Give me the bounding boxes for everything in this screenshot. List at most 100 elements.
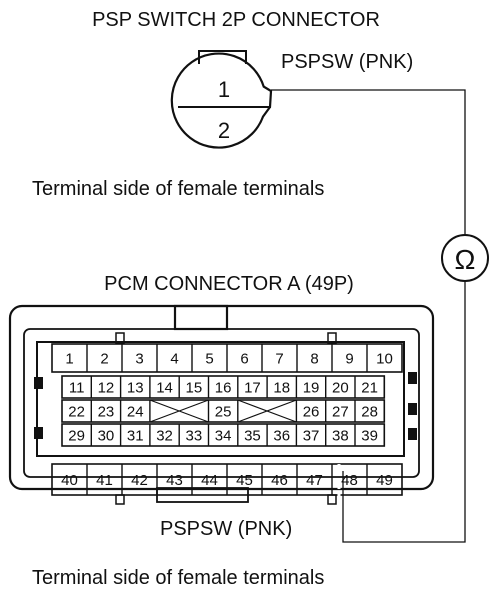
empty-cavity-cross bbox=[149, 399, 209, 423]
terminal-47: 47 bbox=[306, 472, 323, 489]
terminal-7: 7 bbox=[275, 351, 283, 368]
terminal-20: 20 bbox=[332, 380, 349, 397]
svg-text:10: 10 bbox=[376, 351, 393, 368]
svg-text:20: 20 bbox=[332, 380, 349, 397]
svg-text:18: 18 bbox=[273, 380, 290, 397]
svg-text:44: 44 bbox=[201, 472, 218, 489]
svg-text:46: 46 bbox=[271, 472, 288, 489]
pcm-wire-label: PSPSW (PNK) bbox=[160, 518, 292, 540]
terminal-32: 32 bbox=[156, 428, 173, 445]
terminal-40: 40 bbox=[61, 472, 78, 489]
svg-text:48: 48 bbox=[341, 472, 358, 489]
svg-text:24: 24 bbox=[127, 404, 144, 421]
pcm-terminal-caption: Terminal side of female terminals bbox=[32, 567, 324, 589]
svg-text:12: 12 bbox=[98, 380, 115, 397]
terminal-35: 35 bbox=[244, 428, 261, 445]
psp-wire-label: PSPSW (PNK) bbox=[281, 51, 413, 73]
svg-text:27: 27 bbox=[332, 404, 349, 421]
svg-text:35: 35 bbox=[244, 428, 261, 445]
terminal-28: 28 bbox=[361, 404, 378, 421]
psp-pin-2: 2 bbox=[218, 118, 230, 143]
svg-text:23: 23 bbox=[98, 404, 115, 421]
svg-text:38: 38 bbox=[332, 428, 349, 445]
terminal-3: 3 bbox=[135, 351, 143, 368]
svg-text:32: 32 bbox=[156, 428, 173, 445]
svg-text:14: 14 bbox=[156, 380, 173, 397]
svg-text:30: 30 bbox=[98, 428, 115, 445]
svg-text:36: 36 bbox=[273, 428, 290, 445]
terminal-16: 16 bbox=[215, 380, 232, 397]
svg-text:26: 26 bbox=[303, 404, 320, 421]
psp-switch-connector bbox=[170, 50, 273, 149]
svg-text:34: 34 bbox=[215, 428, 232, 445]
svg-text:7: 7 bbox=[275, 351, 283, 368]
terminal-43: 43 bbox=[166, 472, 183, 489]
terminal-10: 10 bbox=[376, 351, 393, 368]
terminal-49: 49 bbox=[376, 472, 393, 489]
terminal-15: 15 bbox=[186, 380, 203, 397]
terminal-37: 37 bbox=[303, 428, 320, 445]
svg-text:45: 45 bbox=[236, 472, 253, 489]
terminal-8: 8 bbox=[310, 351, 318, 368]
terminal-45: 45 bbox=[236, 472, 253, 489]
empty-cavity-cross bbox=[237, 399, 297, 423]
svg-text:5: 5 bbox=[205, 351, 213, 368]
pcm-connector-title: PCM CONNECTOR A (49P) bbox=[104, 273, 354, 295]
svg-text:37: 37 bbox=[303, 428, 320, 445]
svg-text:3: 3 bbox=[135, 351, 143, 368]
svg-text:33: 33 bbox=[186, 428, 203, 445]
svg-text:21: 21 bbox=[361, 380, 378, 397]
svg-text:11: 11 bbox=[69, 380, 85, 397]
terminal-6: 6 bbox=[240, 351, 248, 368]
terminal-33: 33 bbox=[186, 428, 203, 445]
meter-lead-wire bbox=[271, 89, 466, 543]
svg-text:1: 1 bbox=[218, 77, 230, 102]
terminal-44: 44 bbox=[201, 472, 218, 489]
svg-text:42: 42 bbox=[131, 472, 148, 489]
terminal-48: 48 bbox=[341, 472, 358, 489]
terminal-19: 19 bbox=[303, 380, 320, 397]
svg-text:43: 43 bbox=[166, 472, 183, 489]
svg-text:1: 1 bbox=[65, 351, 73, 368]
svg-text:15: 15 bbox=[186, 380, 203, 397]
terminal-17: 17 bbox=[244, 380, 261, 397]
svg-text:9: 9 bbox=[345, 351, 353, 368]
svg-text:13: 13 bbox=[127, 380, 144, 397]
terminal-25: 25 bbox=[215, 404, 232, 421]
svg-text:39: 39 bbox=[361, 428, 378, 445]
terminal-26: 26 bbox=[303, 404, 320, 421]
svg-text:49: 49 bbox=[376, 472, 393, 489]
terminal-36: 36 bbox=[273, 428, 290, 445]
svg-text:41: 41 bbox=[96, 472, 113, 489]
svg-text:17: 17 bbox=[244, 380, 261, 397]
terminal-39: 39 bbox=[361, 428, 378, 445]
svg-text:6: 6 bbox=[240, 351, 248, 368]
svg-text:2: 2 bbox=[100, 351, 108, 368]
svg-text:31: 31 bbox=[127, 428, 144, 445]
terminal-13: 13 bbox=[127, 380, 144, 397]
terminal-23: 23 bbox=[98, 404, 115, 421]
svg-text:28: 28 bbox=[361, 404, 378, 421]
svg-text:2: 2 bbox=[218, 118, 230, 143]
terminal-21: 21 bbox=[361, 380, 378, 397]
terminal-9: 9 bbox=[345, 351, 353, 368]
svg-text:19: 19 bbox=[303, 380, 320, 397]
terminal-24: 24 bbox=[127, 404, 144, 421]
terminal-22: 22 bbox=[68, 404, 85, 421]
terminal-46: 46 bbox=[271, 472, 288, 489]
terminal-12: 12 bbox=[98, 380, 115, 397]
terminal-2: 2 bbox=[100, 351, 108, 368]
terminal-30: 30 bbox=[98, 428, 115, 445]
terminal-42: 42 bbox=[131, 472, 148, 489]
terminal-1: 1 bbox=[65, 351, 73, 368]
terminal-5: 5 bbox=[205, 351, 213, 368]
terminal-29: 29 bbox=[68, 428, 85, 445]
terminal-41: 41 bbox=[96, 472, 113, 489]
terminal-27: 27 bbox=[332, 404, 349, 421]
terminal-31: 31 bbox=[127, 428, 144, 445]
psp-connector-title: PSP SWITCH 2P CONNECTOR bbox=[92, 9, 380, 31]
psp-terminal-caption: Terminal side of female terminals bbox=[32, 178, 324, 200]
psp-pin-1: 1 bbox=[218, 77, 230, 102]
